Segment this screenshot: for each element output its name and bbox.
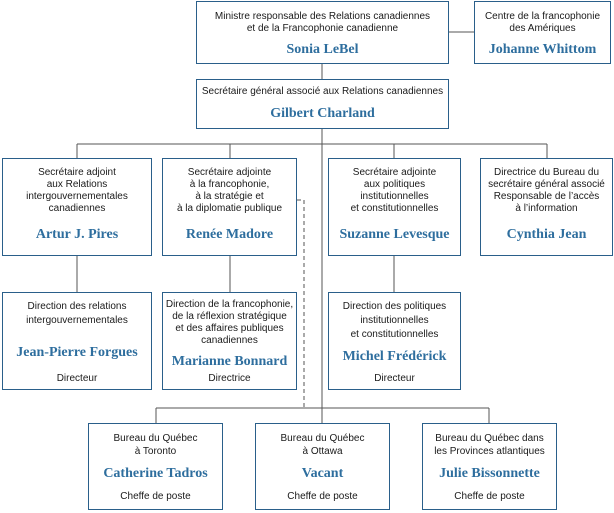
- title-line: et de la Francophonie canadienne: [246, 23, 399, 34]
- person-name: Jean-Pierre Forgues: [16, 345, 138, 360]
- person-name: Gilbert Charland: [270, 106, 375, 121]
- title-line: intergouvernementales: [26, 315, 128, 326]
- box-bureau-ottawa: Bureau du Québec à Ottawa Vacant Cheffe …: [255, 423, 390, 510]
- title-line: à Toronto: [134, 446, 177, 457]
- title-line: Centre de la francophonie: [484, 11, 601, 22]
- person-name: Cynthia Jean: [506, 227, 587, 242]
- role-label: Cheffe de poste: [454, 491, 525, 502]
- title-line: Secrétaire adjointe: [187, 167, 272, 178]
- title-line: canadiennes: [48, 203, 106, 214]
- box-secretary-general: Secrétaire général associé aux Relations…: [196, 79, 449, 129]
- box-minister: Ministre responsable des Relations canad…: [196, 1, 449, 64]
- title-line: Directrice du Bureau du: [493, 167, 600, 178]
- title-line: à la francophonie,: [189, 179, 270, 190]
- title-line: à Ottawa: [302, 446, 343, 457]
- title-line: institutionnelles: [360, 315, 429, 326]
- title-line: Responsable de l’accès: [493, 191, 600, 202]
- title-line: et des affaires publiques: [175, 323, 284, 334]
- role-label: Directrice: [208, 373, 251, 384]
- person-name: Julie Bissonnette: [439, 466, 540, 481]
- title-line: canadiennes: [201, 335, 258, 346]
- box-adjoint-politiques: Secrétaire adjointe aux politiques insti…: [328, 158, 461, 256]
- title-line: à la stratégie et: [195, 191, 264, 202]
- person-name: Suzanne Levesque: [339, 227, 450, 242]
- title-line: Bureau du Québec: [113, 433, 198, 444]
- title-line: Secrétaire adjoint: [38, 167, 116, 178]
- person-name: Catherine Tadros: [103, 466, 208, 481]
- role-label: Cheffe de poste: [287, 491, 358, 502]
- role-label: Cheffe de poste: [120, 491, 191, 502]
- title-line: et constitutionnelles: [350, 329, 439, 340]
- person-name: Michel Frédérick: [342, 349, 447, 364]
- box-adjoint-relations: Secrétaire adjoint aux Relations intergo…: [2, 158, 152, 256]
- box-adjoint-francophonie: Secrétaire adjointe à la francophonie, à…: [162, 158, 297, 256]
- box-direction-relations: Direction des relations intergouvernemen…: [2, 292, 152, 390]
- title-line: Bureau du Québec: [280, 433, 365, 444]
- title-line: institutionnelles: [360, 191, 429, 202]
- box-bureau-atlantique: Bureau du Québec dans les Provinces atla…: [422, 423, 557, 510]
- person-name: Johanne Whittom: [488, 42, 597, 57]
- role-label: Directeur: [374, 373, 415, 384]
- person-name: Vacant: [301, 466, 344, 481]
- box-centre-francophonie: Centre de la francophonie des Amériques …: [474, 1, 611, 64]
- title-line: et constitutionnelles: [350, 203, 439, 214]
- title-line: aux Relations: [46, 179, 108, 190]
- box-direction-francophonie: Direction de la francophonie, de la réfl…: [162, 292, 297, 390]
- title-line: les Provinces atlantiques: [434, 446, 545, 457]
- title-line: intergouvernementales: [26, 191, 128, 202]
- person-name: Artur J. Pires: [35, 227, 119, 242]
- title-line: Direction de la francophonie,: [165, 299, 294, 310]
- title-line: aux politiques: [363, 179, 426, 190]
- title-line: Secrétaire adjointe: [352, 167, 437, 178]
- role-label: Directeur: [56, 373, 98, 384]
- title-line: Ministre responsable des Relations canad…: [214, 11, 431, 22]
- title-line: à l’information: [515, 203, 578, 214]
- box-directrice-bureau: Directrice du Bureau du secrétaire génér…: [480, 158, 613, 256]
- title-line: Bureau du Québec dans: [435, 433, 544, 444]
- title-line: Direction des politiques: [342, 301, 447, 312]
- title-line: à la diplomatie publique: [176, 203, 283, 214]
- title-line: des Amériques: [509, 23, 576, 34]
- person-name: Renée Madore: [185, 227, 274, 242]
- title-line: Direction des relations: [27, 301, 127, 312]
- person-name: Marianne Bonnard: [171, 354, 288, 369]
- title-line: Secrétaire général associé aux Relations…: [201, 86, 444, 97]
- box-bureau-toronto: Bureau du Québec à Toronto Catherine Tad…: [88, 423, 223, 510]
- person-name: Sonia LeBel: [286, 42, 359, 57]
- title-line: de la réflexion stratégique: [172, 311, 287, 322]
- title-line: secrétaire général associé: [488, 179, 605, 190]
- box-direction-politiques: Direction des politiques institutionnell…: [328, 292, 461, 390]
